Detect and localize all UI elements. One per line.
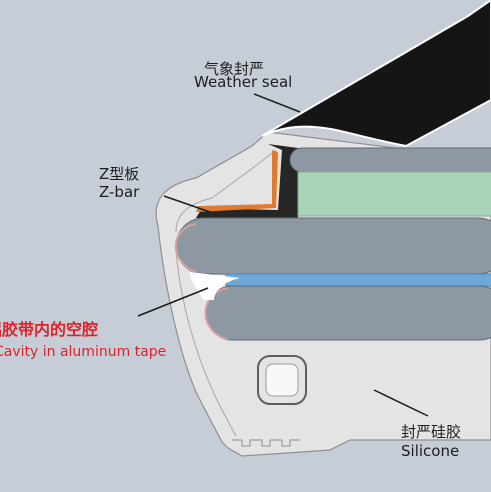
silicone-void-inner <box>265 363 299 397</box>
silicone-label-en: Silicone <box>401 442 459 460</box>
cavity-label-en: Cavity in aluminum tape <box>0 344 166 360</box>
aluminum-tape-lower <box>204 287 229 341</box>
silicone-lower-contour <box>175 249 237 437</box>
interlayer-green <box>297 171 491 217</box>
leader-silicone <box>373 389 429 417</box>
glass-pane-middle <box>175 217 491 275</box>
silicone-inner-contour <box>175 149 277 233</box>
weather-seal <box>261 0 491 148</box>
silicone-teeth <box>232 439 300 447</box>
z-bar-label-cn: Z型板 <box>99 165 139 183</box>
silicone-label-cn: 封严硅胶 <box>401 423 461 441</box>
leader-cavity <box>137 287 209 317</box>
interlayer-blue <box>225 273 491 287</box>
cavity-region <box>190 272 240 300</box>
weather-seal-label-cn: 气象封严 <box>204 60 264 78</box>
aluminum-tape-upper <box>174 223 197 273</box>
z-bar-label-en: Z-bar <box>99 183 140 201</box>
glass-pane-bottom <box>205 285 491 341</box>
z-bar-black <box>196 144 298 222</box>
z-bar-orange-strip <box>196 150 278 212</box>
leader-weather-seal <box>253 93 301 113</box>
cavity-label-cn: 铝胶带内的空腔 <box>0 320 98 339</box>
glass-pane-top <box>289 147 491 173</box>
weather-seal-label-en: Weather seal <box>194 73 292 91</box>
leader-z-bar <box>163 195 211 213</box>
